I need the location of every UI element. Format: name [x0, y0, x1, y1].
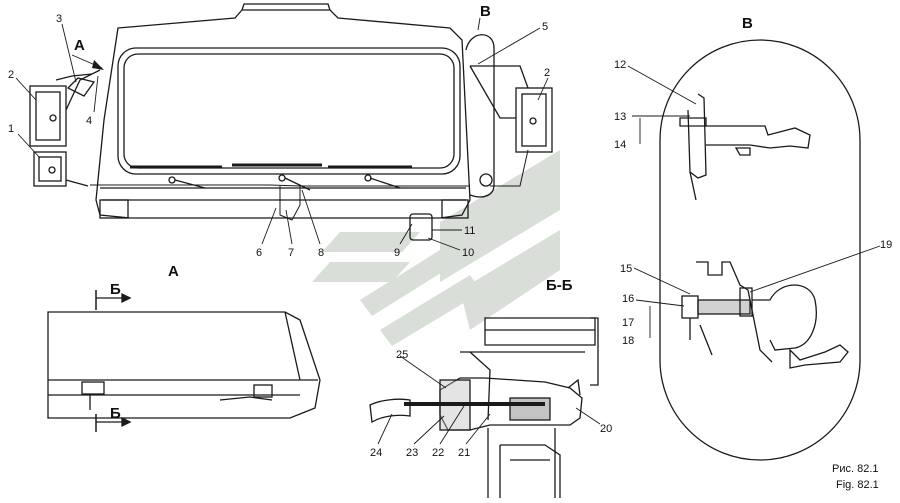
label-section-b-bottom: Б — [110, 405, 121, 422]
label-part-16: 16 — [622, 293, 634, 305]
label-part-9: 9 — [394, 247, 400, 259]
label-part-25: 25 — [396, 349, 408, 361]
label-section-b-top: Б — [110, 281, 121, 298]
label-part-14: 14 — [614, 139, 626, 151]
figure-caption: Рис. 82.1 Fig. 82.1 — [832, 463, 879, 491]
label-view-v-arrow: В — [480, 3, 491, 20]
section-bb-detail — [369, 317, 599, 498]
watermark-logo — [312, 150, 560, 346]
label-part-6: 6 — [256, 247, 262, 259]
label-view-a: А — [168, 263, 179, 280]
label-part-21: 21 — [458, 447, 470, 459]
arrow-a-head — [92, 60, 104, 70]
label-part-8: 8 — [318, 247, 324, 259]
label-part-7: 7 — [288, 247, 294, 259]
label-part-2-left: 2 — [8, 69, 14, 81]
label-view-a-arrow: А — [74, 37, 85, 54]
leader-lines — [15, 17, 881, 445]
label-part-22: 22 — [432, 447, 444, 459]
label-part-13: 13 — [614, 111, 626, 123]
label-part-2-right: 2 — [544, 67, 550, 79]
label-part-18: 18 — [622, 335, 634, 347]
cab-front-view — [29, 3, 553, 241]
label-part-3: 3 — [56, 13, 62, 25]
label-part-12: 12 — [614, 59, 626, 71]
label-part-23: 23 — [406, 447, 418, 459]
caption-en: Fig. 82.1 — [836, 479, 879, 491]
label-part-1: 1 — [8, 123, 14, 135]
label-part-15: 15 — [620, 263, 632, 275]
label-view-v: В — [742, 15, 753, 32]
label-part-11: 11 — [464, 225, 475, 237]
caption-ru: Рис. 82.1 — [832, 463, 879, 475]
label-part-4: 4 — [86, 115, 92, 127]
view-v-detail — [659, 39, 861, 461]
label-part-5: 5 — [542, 21, 548, 33]
view-a-detail — [47, 290, 321, 432]
part-labels: 1 2 3 4 5 2 6 7 8 9 10 11 12 13 14 15 16… — [8, 13, 892, 459]
view-labels: А А В В Б-Б Б Б — [74, 3, 753, 422]
label-part-10: 10 — [462, 247, 474, 259]
label-part-17: 17 — [622, 317, 634, 329]
label-part-19: 19 — [880, 239, 892, 251]
label-part-20: 20 — [600, 423, 612, 435]
label-part-24: 24 — [370, 447, 382, 459]
label-section-bb: Б-Б — [546, 277, 573, 294]
